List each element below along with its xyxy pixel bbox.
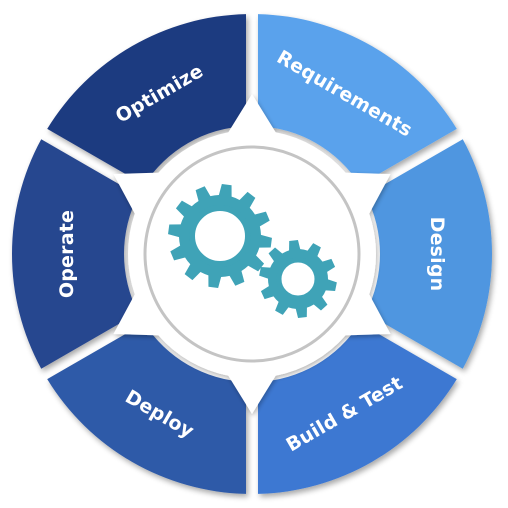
large-gear-hub bbox=[189, 205, 251, 267]
segment-build-test bbox=[257, 323, 457, 494]
gears-icon bbox=[168, 184, 337, 318]
segment-label-operate: Operate bbox=[56, 210, 78, 298]
cycle-segments bbox=[12, 14, 492, 494]
segment-requirements bbox=[257, 14, 457, 185]
segment-deploy bbox=[47, 323, 247, 494]
segment-operate bbox=[12, 139, 139, 369]
segment-design bbox=[365, 139, 492, 369]
segment-label-design: Design bbox=[426, 217, 448, 292]
segment-optimize bbox=[47, 14, 247, 185]
small-gear-hub bbox=[276, 257, 320, 301]
